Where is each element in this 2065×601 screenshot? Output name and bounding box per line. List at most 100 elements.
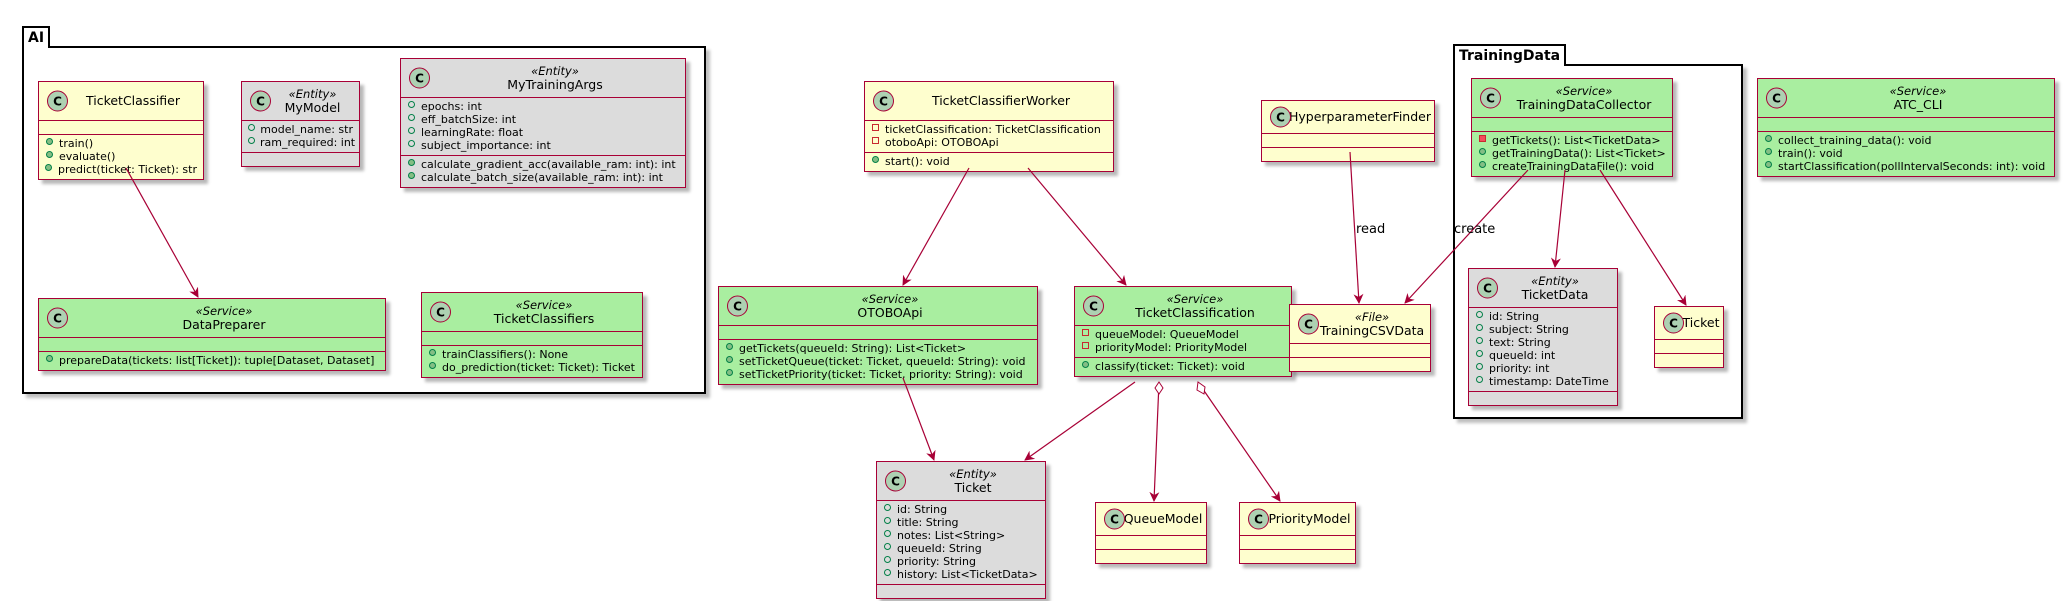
attribute: priority: String bbox=[897, 555, 976, 568]
class-training-csv-data: C «File»TrainingCSVData bbox=[1289, 304, 1431, 372]
class-c-icon: C bbox=[727, 295, 748, 317]
class-c-icon: C bbox=[1104, 508, 1125, 530]
edge-collector-to-csv bbox=[1404, 169, 1529, 304]
method: collect_training_data(): void bbox=[1778, 134, 1932, 147]
class-stereotype: «File» bbox=[1354, 310, 1390, 324]
class-name: DataPreparer bbox=[182, 317, 266, 332]
class-name: TicketClassifier bbox=[85, 93, 181, 108]
edge-classifier-to-datapreparer bbox=[125, 167, 199, 298]
attribute: epochs: int bbox=[421, 100, 482, 113]
method: setTicketPriority(ticket: Ticket, priori… bbox=[739, 368, 1023, 381]
method: setTicketQueue(ticket: Ticket, queueId: … bbox=[739, 355, 1026, 368]
attribute: learningRate: float bbox=[421, 126, 524, 139]
method: classify(ticket: Ticket): void bbox=[1095, 360, 1245, 373]
method: prepareData(tickets: list[Ticket]): tupl… bbox=[59, 354, 375, 367]
attribute: ram_required: int bbox=[260, 136, 356, 149]
aggregation-diamond-queue bbox=[1154, 381, 1164, 395]
methods-section: classify(ticket: Ticket): void bbox=[1075, 357, 1291, 376]
class-name: OTOBOApi bbox=[857, 305, 923, 320]
class-c-icon: C bbox=[1270, 106, 1291, 128]
class-training-data-collector: C «Service»TrainingDataCollector getTick… bbox=[1471, 78, 1673, 177]
class-c-icon: C bbox=[1477, 277, 1498, 299]
class-c-icon: C bbox=[1248, 508, 1269, 530]
class-c-icon: C bbox=[1083, 295, 1104, 317]
method: getTickets(queueId: String): List<Ticket… bbox=[739, 342, 967, 355]
method: getTickets(): List<TicketData> bbox=[1492, 134, 1661, 147]
edge-collector-to-ticketdata bbox=[1550, 169, 1566, 268]
edge-worker-to-otoboapi bbox=[902, 167, 970, 286]
method: startClassification(pollIntervalSeconds:… bbox=[1778, 160, 2046, 173]
class-atc-cli: C «Service»ATC_CLI collect_training_data… bbox=[1757, 78, 2055, 177]
attribute: priorityModel: PriorityModel bbox=[1095, 341, 1248, 354]
method: train(): void bbox=[1778, 147, 1843, 160]
attribute: queueId: int bbox=[1489, 349, 1556, 362]
class-c-icon: C bbox=[1480, 87, 1501, 109]
class-name: TicketData bbox=[1521, 287, 1589, 302]
class-my-training-args: C «Entity»MyTrainingArgs epochs: int eff… bbox=[400, 58, 686, 188]
class-name: TrainingCSVData bbox=[1319, 323, 1425, 338]
methods-section: trainClassifiers(): None do_prediction(t… bbox=[422, 345, 642, 377]
class-c-icon: C bbox=[47, 307, 68, 329]
method: createTrainingDataFile(): void bbox=[1492, 160, 1655, 173]
methods-section bbox=[1290, 357, 1430, 371]
edge-classification-to-queuemodel bbox=[1149, 381, 1160, 502]
methods-section bbox=[242, 152, 359, 166]
attribute: history: List<TicketData> bbox=[897, 568, 1038, 581]
class-c-icon: C bbox=[885, 470, 906, 492]
methods-section: collect_training_data(): void train(): v… bbox=[1758, 131, 2054, 176]
class-c-icon: C bbox=[873, 90, 894, 112]
class-c-icon: C bbox=[250, 90, 271, 112]
class-stereotype: «Entity» bbox=[288, 87, 337, 101]
class-ticket-data: C «Entity»TicketData id: String subject:… bbox=[1468, 268, 1618, 406]
method: start(): void bbox=[885, 155, 950, 168]
class-ticket-entity: C «Entity»Ticket id: String title: Strin… bbox=[876, 461, 1046, 599]
class-ticket-small: C Ticket bbox=[1654, 306, 1724, 368]
class-stereotype: «Service» bbox=[1889, 84, 1947, 98]
aggregation-diamond-priority bbox=[1196, 381, 1206, 395]
class-queue-model: C QueueModel bbox=[1095, 502, 1207, 564]
class-c-icon: C bbox=[1663, 312, 1684, 334]
class-name: TicketClassifierWorker bbox=[931, 93, 1071, 108]
class-name: ATC_CLI bbox=[1893, 97, 1943, 112]
attribute: eff_batchSize: int bbox=[421, 113, 517, 126]
class-ticket-classifier-worker: C TicketClassifierWorker ticketClassific… bbox=[864, 81, 1114, 172]
package-training-data-tab: TrainingData bbox=[1453, 44, 1567, 66]
attributes-section: epochs: int eff_batchSize: int learningR… bbox=[401, 98, 685, 155]
edge-classification-to-ticket bbox=[1024, 381, 1136, 461]
package-ai-tab: AI bbox=[22, 26, 51, 48]
class-stereotype: «Entity» bbox=[949, 467, 997, 481]
class-c-icon: C bbox=[430, 301, 451, 323]
methods-section bbox=[1240, 549, 1355, 563]
attribute: otoboApi: OTOBOApi bbox=[885, 136, 999, 149]
class-stereotype: «Service» bbox=[515, 298, 573, 312]
edge-otoboapi-to-ticket bbox=[902, 377, 936, 461]
method: calculate_batch_size(available_ram: int)… bbox=[421, 171, 663, 184]
class-priority-model: C PriorityModel bbox=[1239, 502, 1356, 564]
class-stereotype: «Entity» bbox=[531, 64, 579, 78]
attribute: notes: List<String> bbox=[897, 529, 1006, 542]
attribute: priority: int bbox=[1489, 362, 1550, 375]
attributes-section: queueModel: QueueModel priorityModel: Pr… bbox=[1075, 326, 1291, 357]
class-otobo-api: C «Service»OTOBOApi getTickets(queueId: … bbox=[718, 286, 1038, 385]
attribute: text: String bbox=[1489, 336, 1551, 349]
class-hyperparameter-finder: C HyperparameterFinder bbox=[1261, 100, 1435, 162]
class-name: TrainingDataCollector bbox=[1516, 97, 1652, 112]
edge-label-read: read bbox=[1356, 222, 1385, 237]
class-name: Ticket bbox=[954, 480, 992, 495]
class-data-preparer: C «Service»DataPreparer prepareData(tick… bbox=[38, 298, 386, 371]
attribute: timestamp: DateTime bbox=[1489, 375, 1609, 388]
class-c-icon: C bbox=[47, 90, 68, 112]
methods-section bbox=[1655, 353, 1723, 367]
class-name: QueueModel bbox=[1123, 511, 1203, 526]
class-name: MyTrainingArgs bbox=[507, 77, 603, 92]
method: do_prediction(ticket: Ticket): Ticket bbox=[442, 361, 635, 374]
attribute: subject_importance: int bbox=[421, 139, 551, 152]
attribute: id: String bbox=[1489, 310, 1540, 323]
methods-section bbox=[877, 584, 1045, 598]
class-name: MyModel bbox=[284, 100, 341, 115]
class-name: TicketClassification bbox=[1135, 305, 1255, 320]
edge-label-create: create bbox=[1454, 222, 1495, 237]
class-c-icon: C bbox=[1298, 313, 1319, 335]
